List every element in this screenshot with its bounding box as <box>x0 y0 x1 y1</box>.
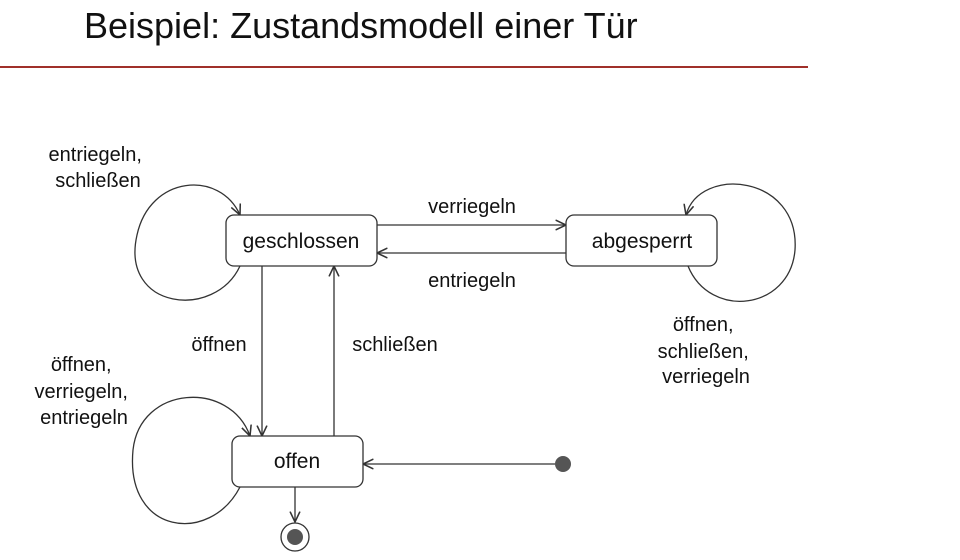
self-loop-offen-line-1: öffnen, <box>51 354 112 376</box>
self-loop-geschlossen: entriegeln, schließen <box>49 144 240 301</box>
transition-schliessen-label: schließen <box>352 334 438 356</box>
self-loop-offen: öffnen, verriegeln, entriegeln <box>35 354 250 525</box>
state-abgesperrt-box <box>565 214 718 267</box>
transition-entriegeln-label: entriegeln <box>428 270 516 292</box>
transition-verriegeln: verriegeln <box>377 196 566 225</box>
transition-oeffnen: öffnen <box>191 266 262 436</box>
self-loop-abgesperrt-line-1: öffnen, <box>673 314 734 336</box>
state-geschlossen-box <box>225 214 378 267</box>
self-loop-geschlossen-line-2: schließen <box>55 170 141 192</box>
self-loop-abgesperrt: öffnen, schließen, verriegeln <box>658 183 796 388</box>
transition-schliessen: schließen <box>334 266 438 436</box>
initial-state <box>363 456 571 472</box>
self-loop-abgesperrt-line-3: verriegeln <box>662 366 750 388</box>
final-state-dot <box>287 529 303 545</box>
self-loop-geschlossen-label: entriegeln, schließen <box>49 144 148 192</box>
self-loop-abgesperrt-arrow <box>686 183 796 302</box>
transition-verriegeln-label: verriegeln <box>428 196 516 218</box>
transition-entriegeln: entriegeln <box>377 253 566 292</box>
self-loop-geschlossen-line-1: entriegeln, <box>49 144 142 166</box>
initial-state-dot <box>555 456 571 472</box>
state-abgesperrt-label: abgesperrt <box>592 230 693 253</box>
state-abgesperrt: abgesperrt <box>565 214 718 267</box>
transition-oeffnen-label: öffnen <box>191 334 246 356</box>
self-loop-abgesperrt-line-2: schließen, <box>658 341 749 363</box>
final-state <box>280 487 310 552</box>
state-offen-label: offen <box>274 450 320 473</box>
self-loop-abgesperrt-label: öffnen, schließen, verriegeln <box>658 314 755 388</box>
title-underline <box>0 66 808 68</box>
self-loop-offen-line-2: verriegeln, <box>35 381 128 403</box>
state-geschlossen: geschlossen <box>225 214 378 267</box>
state-geschlossen-label: geschlossen <box>243 230 360 253</box>
state-offen: offen <box>231 435 364 488</box>
self-loop-offen-line-3: entriegeln <box>40 407 128 429</box>
self-loop-offen-label: öffnen, verriegeln, entriegeln <box>35 354 134 429</box>
self-loop-offen-arrow <box>131 396 250 525</box>
slide-title: Beispiel: Zustandsmodell einer Tür <box>84 5 638 46</box>
self-loop-geschlossen-arrow <box>134 184 240 301</box>
